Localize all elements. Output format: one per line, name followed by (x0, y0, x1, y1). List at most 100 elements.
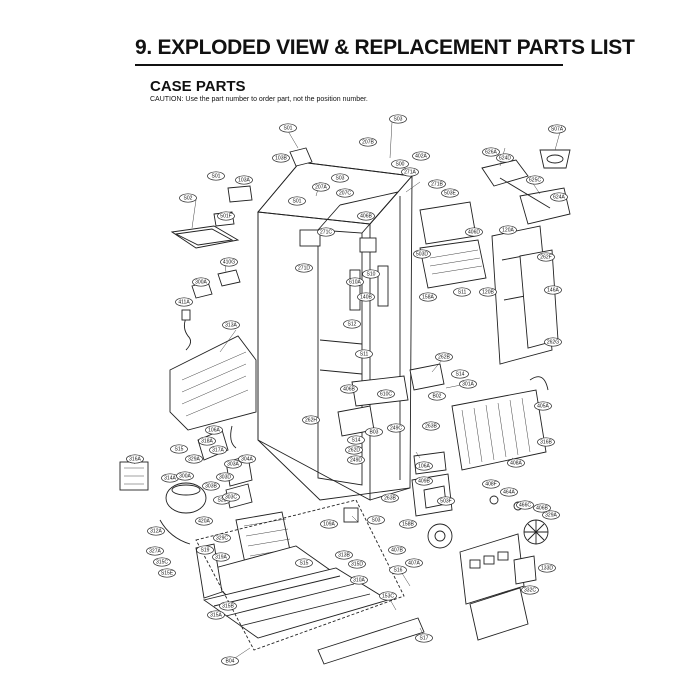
top-bracket (289, 147, 313, 167)
callout-bubble (196, 545, 214, 555)
callout-c28: 271D (295, 263, 313, 273)
callout-c22: 406B (357, 211, 375, 221)
callout-c61: S15 (170, 444, 188, 454)
callout-labels: S01S03207B402AS07A103BS00626A624DS01103A… (126, 114, 568, 666)
callout-bubble (526, 175, 544, 185)
callout-c33: 610A (346, 277, 364, 287)
callout-text: 626A (485, 150, 497, 156)
section-title: CASE PARTS (150, 78, 246, 95)
callout-text: 301A (462, 382, 474, 388)
callout-bubble (359, 137, 377, 147)
callout-text: 329A (545, 513, 557, 519)
callout-bubble (453, 287, 471, 297)
callout-bubble (534, 401, 552, 411)
callout-bubble (302, 415, 320, 425)
callout-bubble (388, 545, 406, 555)
callout-bubble (381, 493, 399, 503)
callout-c54: S14 (347, 435, 365, 445)
callout-text: S15 (175, 447, 184, 453)
callout-c80: 406B (533, 503, 551, 513)
callout-text: 120A (502, 228, 514, 234)
callout-text: 318A (201, 439, 213, 445)
callout-bubble (219, 601, 237, 611)
callout-c15: 271A (401, 167, 419, 177)
callout-bubble (126, 454, 144, 464)
callout-text: 409B (418, 479, 430, 485)
callout-bubble (415, 633, 433, 643)
callout-text: 271D (298, 266, 310, 272)
callout-bubble (419, 292, 437, 302)
callout-bubble (437, 496, 455, 506)
callout-c39: 158A (419, 292, 437, 302)
callout-bubble (362, 269, 380, 279)
callout-c51: 262H (302, 415, 320, 425)
callout-text: 408F (485, 482, 496, 488)
callout-text: S14 (456, 372, 465, 378)
callout-bubble (451, 369, 469, 379)
base-outline (195, 499, 405, 651)
callout-bubble (295, 263, 313, 273)
evaporator-408a (451, 376, 549, 471)
callout-c85: 158B (399, 519, 417, 529)
callout-text: 466C (519, 503, 531, 509)
callout-text: 464A (503, 490, 515, 496)
callout-c77: 303C (222, 492, 240, 502)
callout-bubble (367, 515, 385, 525)
callout-c58: 316B (537, 437, 555, 447)
callout-text: 300A (179, 474, 191, 480)
callout-c9: 624D (496, 153, 514, 163)
callout-bubble (158, 568, 176, 578)
callout-bubble (428, 179, 446, 189)
callout-bubble (336, 188, 354, 198)
callout-c82: 420A (195, 516, 213, 526)
callout-bubble (544, 337, 562, 347)
callout-c94: 313B (335, 550, 353, 560)
callout-c102: 332C (521, 585, 539, 595)
callout-c93: S15 (295, 558, 313, 568)
callout-text: S17 (420, 636, 429, 642)
callout-bubble (288, 196, 306, 206)
callout-c75: 464A (500, 487, 518, 497)
callout-bubble (279, 123, 297, 133)
callout-bubble (422, 421, 440, 431)
callout-text: 624A (553, 195, 565, 201)
callout-text: 406B (360, 214, 372, 220)
callout-text: 300A (195, 280, 207, 286)
page-title: 9. EXPLODED VIEW & REPLACEMENT PARTS LIS… (135, 36, 635, 59)
callout-text: 249D (350, 458, 362, 464)
callout-text: 406D (468, 230, 480, 236)
callout-bubble (176, 471, 194, 481)
callout-bubble (224, 459, 242, 469)
callout-bubble (343, 319, 361, 329)
callout-c37: 411A (175, 297, 193, 307)
callout-text: 106A (208, 428, 220, 434)
callout-text: 610A (349, 280, 361, 286)
callout-c91: 327A (146, 546, 164, 556)
fan-bracket-407a (459, 533, 525, 605)
callout-c106: S17 (415, 633, 433, 643)
holder-410g (217, 269, 241, 287)
callout-c60: 249D (347, 455, 365, 465)
callout-text: 625C (529, 178, 541, 184)
callout-text: 327A (149, 549, 161, 555)
callout-text: S01 (293, 199, 302, 205)
callout-text: 501F (220, 214, 231, 220)
callout-bubble (317, 227, 335, 237)
callout-c11: 103A (235, 175, 253, 185)
callout-c57: 263B (422, 421, 440, 431)
callout-bubble (401, 167, 419, 177)
callout-c24: 271C (317, 227, 335, 237)
callout-c4: 402A (412, 151, 430, 161)
callout-text: 317A (212, 448, 224, 454)
callout-text: 133D (541, 566, 553, 572)
callout-c6: 103B (272, 153, 290, 163)
callout-c68: 408A (507, 458, 525, 468)
callout-c3: 207B (359, 137, 377, 147)
callout-c19: 624A (550, 192, 568, 202)
callout-c14: 207C (336, 188, 354, 198)
callout-c52: B03 (365, 427, 383, 437)
callout-bubble (548, 124, 566, 134)
callout-text: 329C (216, 536, 228, 542)
callout-text: 207B (362, 140, 374, 146)
callout-text: 262B (438, 355, 450, 361)
